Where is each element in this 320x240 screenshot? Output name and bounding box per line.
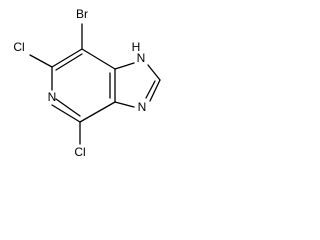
- bond-c2-n3: [149, 79, 161, 102]
- atom-label-h: H: [132, 40, 141, 54]
- chemical-structure-diagram: Br Cl N Cl H N N: [13, 7, 161, 159]
- bond-n5-c4-double: [55, 98, 81, 117]
- atom-labels: Br Cl N Cl H N N: [13, 7, 146, 159]
- atom-label-n-pyridine: N: [48, 90, 57, 104]
- bonds: [29, 23, 161, 145]
- bond-n1-c2: [147, 64, 161, 81]
- bond-c7a-n1: [114, 62, 135, 70]
- atom-label-n-nh: N: [137, 51, 146, 65]
- bond-c2-n3-double: [145, 80, 156, 99]
- atom-label-cl-left: Cl: [13, 40, 24, 54]
- bond-c4-c3a: [79, 101, 116, 123]
- bond-c7-c6: [51, 48, 83, 68]
- bond-c7-c6-double: [55, 53, 83, 71]
- bond-c7-c7a: [81, 48, 116, 70]
- bond-n3-c3a: [114, 101, 135, 108]
- bond-n5-c4: [51, 104, 81, 123]
- atom-label-n-imidazole: N: [138, 100, 147, 114]
- atom-label-br: Br: [76, 7, 88, 21]
- atom-label-cl-bottom: Cl: [74, 145, 85, 159]
- bond-c6-cl: [29, 54, 53, 68]
